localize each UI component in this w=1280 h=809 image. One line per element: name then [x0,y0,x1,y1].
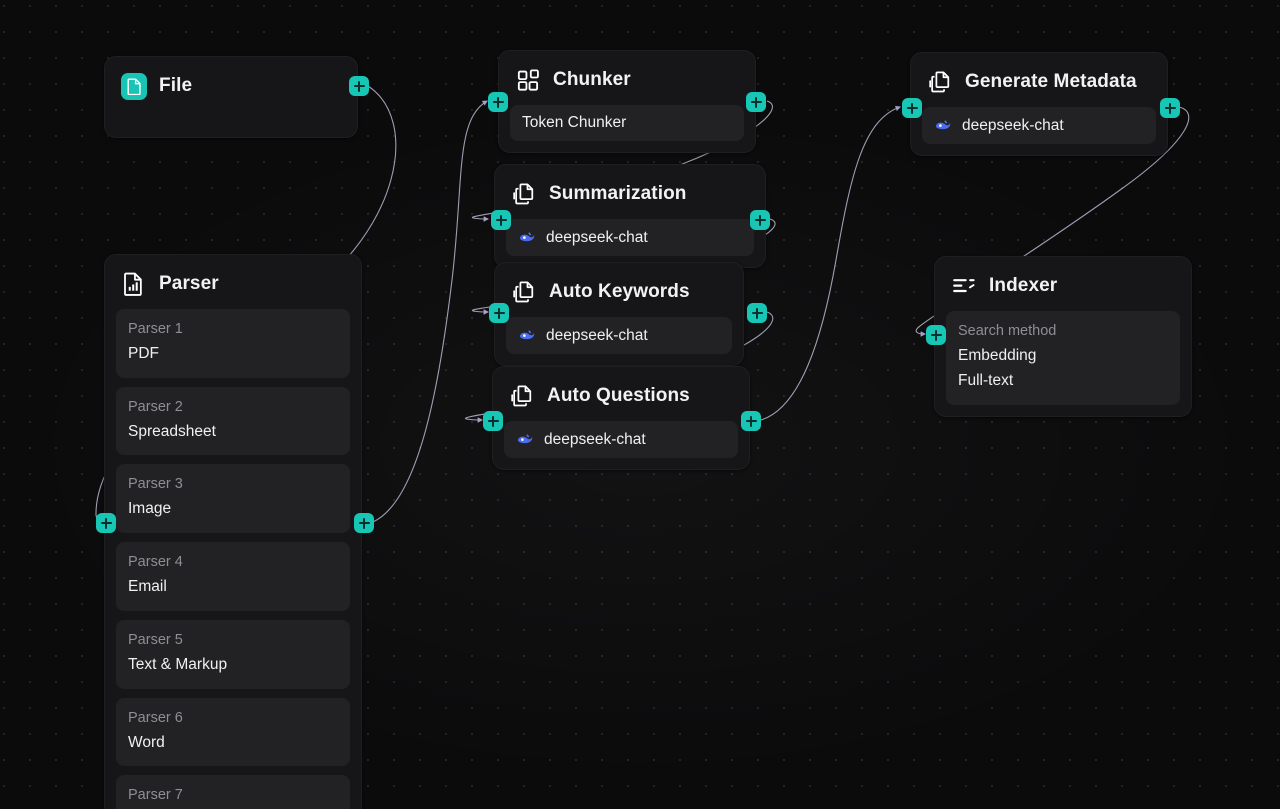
node-parser-body: Parser 1 PDF Parser 2 Spreadsheet Parser… [105,309,361,809]
parser-field-5-label: Parser 5 [128,631,183,648]
parser-field-7[interactable]: Parser 7 PPT [116,775,350,809]
node-auto-questions-title: Auto Questions [547,385,690,406]
node-chunker[interactable]: Chunker Token Chunker [488,50,766,153]
node-summarization-title: Summarization [549,183,687,204]
node-parser-title: Parser [159,273,219,294]
file-document-icon [121,72,147,100]
parser-field-3-value: Image [128,500,172,518]
handle-chunker-out[interactable] [746,92,766,112]
parser-field-5-value: Text & Markup [128,655,228,673]
parser-field-6[interactable]: Parser 6 Word [116,697,350,767]
node-indexer[interactable]: Indexer Search method Embedding Full-tex… [926,256,1192,417]
node-file-header: File [105,57,357,111]
node-summarization-header: Summarization [495,165,765,219]
auto-questions-model-field[interactable]: deepseek-chat [504,421,738,458]
copy-documents-icon [511,279,537,305]
handle-file-out[interactable] [349,76,369,96]
node-generate-metadata-title: Generate Metadata [965,71,1137,92]
indexer-option-fulltext: Full-text [958,371,1014,389]
handle-chunker-in[interactable] [488,92,508,112]
auto-questions-model-value: deepseek-chat [544,430,646,448]
node-auto-keywords[interactable]: Auto Keywords deepseek-chat [489,262,767,366]
node-auto-keywords-header: Auto Keywords [495,263,743,317]
handle-auto-keywords-in[interactable] [489,303,509,323]
parser-field-4[interactable]: Parser 4 Email [116,542,350,611]
parser-field-1-label: Parser 1 [128,321,183,337]
parser-field-5[interactable]: Parser 5 Text & Markup [116,619,350,689]
node-auto-questions-header: Auto Questions [493,367,749,421]
chunker-method-field[interactable]: Token Chunker [510,105,744,141]
index-lines-icon [951,273,977,299]
parser-field-4-label: Parser 4 [128,554,183,571]
indexer-search-method-field[interactable]: Search method Embedding Full-text [946,311,1180,405]
node-generate-metadata-header: Generate Metadata [911,53,1167,107]
auto-keywords-model-value: deepseek-chat [546,326,648,344]
node-generate-metadata-body: deepseek-chat [911,107,1167,155]
node-auto-questions[interactable]: Auto Questions deepseek-chat [483,366,761,470]
summarization-model-value: deepseek-chat [546,228,648,246]
node-summarization[interactable]: Summarization deepseek-chat [491,164,770,268]
copy-documents-icon [511,181,537,207]
parser-field-2-value: Spreadsheet [128,422,216,440]
handle-parser-out[interactable] [354,513,374,533]
edge-questions-to-metadata [760,105,902,421]
parser-field-3-label: Parser 3 [128,476,183,493]
handle-parser-in[interactable] [96,513,116,533]
node-indexer-body: Search method Embedding Full-text [935,311,1191,416]
handle-auto-questions-out[interactable] [741,411,761,431]
generate-metadata-model-field[interactable]: deepseek-chat [922,107,1156,144]
parser-field-6-value: Word [128,733,165,751]
parser-field-2-label: Parser 2 [128,398,183,415]
handle-auto-questions-in[interactable] [483,411,503,431]
parser-field-1[interactable]: Parser 1 PDF [116,309,350,378]
node-auto-keywords-title: Auto Keywords [549,281,690,302]
handle-auto-keywords-out[interactable] [747,303,767,323]
node-generate-metadata[interactable]: Generate Metadata deepseek-chat [902,52,1180,156]
node-auto-keywords-body: deepseek-chat [495,317,743,365]
node-chunker-body: Token Chunker [499,105,755,152]
node-file-title: File [159,75,193,96]
parser-field-3[interactable]: Parser 3 Image [116,464,350,534]
chunker-method-value: Token Chunker [522,114,627,131]
edge-parser-to-chunker [372,100,488,523]
generate-metadata-model-value: deepseek-chat [962,116,1064,134]
deepseek-whale-icon [516,430,535,449]
deepseek-whale-icon [518,326,537,345]
document-chart-icon [121,271,147,297]
copy-documents-icon [927,69,953,95]
node-indexer-title: Indexer [989,275,1058,296]
node-summarization-body: deepseek-chat [495,219,765,267]
indexer-search-method-label: Search method [958,323,1057,339]
blocks-grid-icon [515,67,541,93]
copy-documents-icon [509,383,535,409]
deepseek-whale-icon [518,228,537,247]
node-auto-questions-body: deepseek-chat [493,421,749,469]
summarization-model-field[interactable]: deepseek-chat [506,219,754,256]
node-indexer-header: Indexer [935,257,1191,311]
node-parser-header: Parser [105,255,361,309]
parser-field-1-value: PDF [128,344,159,362]
auto-keywords-model-field[interactable]: deepseek-chat [506,317,732,354]
parser-field-7-label: Parser 7 [128,787,183,804]
parser-field-6-label: Parser 6 [128,709,183,726]
parser-field-4-value: Email [128,578,167,596]
handle-summarization-out[interactable] [750,210,770,230]
indexer-option-embedding: Embedding [958,346,1037,364]
node-file[interactable]: File [104,56,369,138]
handle-summarization-in[interactable] [491,210,511,230]
deepseek-whale-icon [934,116,953,135]
handle-generate-metadata-in[interactable] [902,98,922,118]
node-chunker-title: Chunker [553,69,631,90]
node-parser[interactable]: Parser Parser 1 PDF Parser 2 Spreadsheet… [96,254,374,809]
parser-field-2[interactable]: Parser 2 Spreadsheet [116,386,350,456]
handle-indexer-in[interactable] [926,325,946,345]
handle-generate-metadata-out[interactable] [1160,98,1180,118]
node-chunker-header: Chunker [499,51,755,105]
